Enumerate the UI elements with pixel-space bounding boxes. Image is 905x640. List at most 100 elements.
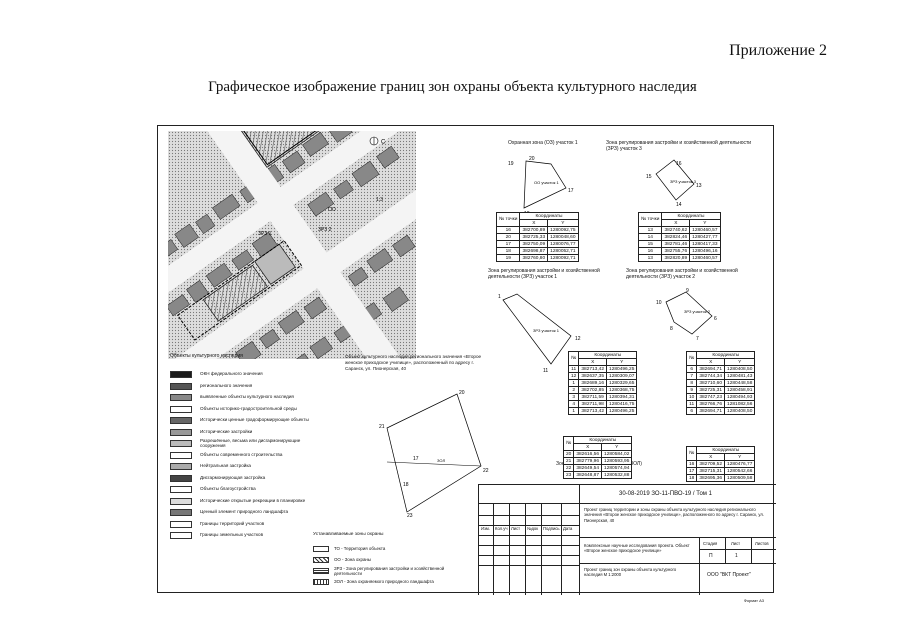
zrz3-label: Зона регулирования застройки и хозяйстве…	[606, 140, 752, 152]
point-label: 21	[379, 424, 385, 430]
table-cell: 1280048,60	[547, 233, 579, 241]
point-label: 10	[656, 300, 662, 306]
table-cell: 382755,76	[661, 247, 691, 255]
appendix-label: Приложение 2	[729, 42, 827, 59]
table-cell: 16	[495, 226, 521, 234]
zrz2-sketch: ЗРЗ участок 2 10 6 7 8 9	[656, 288, 717, 342]
legend-item-label: Исторически ценные градоформирующие объе…	[200, 417, 309, 423]
table-cell: 1280458,91	[724, 386, 756, 394]
zrz2-label: Зона регулирования застройки и хозяйстве…	[626, 268, 738, 280]
legend-swatch	[170, 451, 192, 459]
point-label: 8	[670, 326, 673, 332]
table-cell: 8	[685, 379, 698, 387]
legend-item-label: Границы земельных участков	[200, 532, 264, 538]
oo-label: Охранная зона (ОЗ) участок 1	[508, 140, 578, 146]
table-header: X	[696, 453, 726, 461]
table-cell: 382694,71	[696, 365, 726, 373]
table-header: Координаты	[696, 351, 756, 359]
table-cell: 20	[495, 233, 521, 241]
table-cell: 1280460,57	[689, 254, 721, 262]
table-cell: 1280417,33	[689, 240, 721, 248]
zone-item-label: ТО - Территория объекта	[334, 546, 386, 551]
table-cell: 382648,87	[573, 471, 603, 479]
stamp-col: №док	[527, 526, 539, 531]
table-cell: 1280496,25	[606, 365, 638, 373]
legend-item: Исторические застройки	[170, 428, 320, 437]
table-cell: 6	[685, 365, 698, 373]
table-cell: 16	[637, 247, 663, 255]
stamp-col: Кол.уч	[495, 526, 508, 531]
legend-item: Исторические открытые рекреации в планир…	[170, 497, 320, 506]
legend-item-label: Границы территорий участков	[200, 520, 265, 526]
table-header: Координаты	[696, 446, 756, 454]
table-cell: 1	[567, 407, 580, 415]
table-cell: 382725,33	[519, 233, 549, 241]
table-cell: 1280408,50	[724, 407, 756, 415]
legend-title: Объекты культурного наследия	[170, 353, 243, 359]
table-header: Координаты	[573, 436, 633, 444]
table-header: №	[567, 351, 580, 366]
legend-swatch	[170, 497, 192, 505]
table-cell: 20	[562, 450, 575, 458]
drawing-sheet: ОО 1.3 ЗРЗ 1 ЗРЗ 2 С Объекты культурного…	[157, 125, 776, 603]
title-block: Изм. Кол.уч Лист №док Подпись Дата 30-08…	[478, 484, 776, 603]
table-cell: 1280574,94	[601, 464, 633, 472]
legend-swatch	[170, 509, 192, 516]
legend-item: Объекты современного строительства	[170, 451, 320, 460]
table-cell: 382700,89	[519, 226, 549, 234]
table-cell: 21	[562, 457, 575, 465]
legend-swatch	[170, 474, 192, 482]
table-cell: 382702,85	[578, 386, 608, 394]
legend-item: Нейтральная застройка	[170, 462, 320, 471]
table-header: №	[685, 351, 698, 366]
table-cell: 382709,52	[696, 460, 726, 468]
map-parcel-label: ЗРЗ 1	[258, 231, 272, 237]
document-title: Графическое изображение границ зон охран…	[208, 79, 697, 95]
legend-swatch	[170, 417, 192, 424]
table-cell: 17	[495, 240, 521, 248]
table-cell: 23	[562, 471, 575, 479]
zrz2-zone-tag: ЗРЗ участок 2	[684, 309, 711, 314]
compass-icon: С	[369, 136, 386, 146]
table-cell: 382710,60	[696, 379, 726, 387]
zrz1-zone-tag: ЗРЗ участок 1	[533, 328, 560, 333]
table-cell: 17	[685, 467, 698, 475]
legend-item: Границы территорий участков	[170, 520, 320, 529]
table-cell: 1280448,58	[724, 379, 756, 387]
table-header: Координаты	[519, 212, 579, 220]
point-label: 22	[483, 468, 489, 474]
table-cell: 382781,46	[661, 240, 691, 248]
legend-item: Границы земельных участков	[170, 531, 320, 540]
table-cell: 1280052,71	[547, 247, 579, 255]
table-cell: 1280309,07	[606, 372, 638, 380]
oo-zone-tag: ОО участок 1	[534, 180, 560, 185]
table-header: Y	[547, 219, 579, 227]
legend-item-label: Дисгармонирующая застройка	[200, 474, 266, 480]
sheet-format: Формат А3	[743, 598, 764, 603]
table-cell: 1280476,77	[724, 460, 756, 468]
sheet-value: 1	[735, 553, 738, 559]
map-parcel-label: ЗРЗ 2	[318, 227, 332, 233]
point-label: 19	[508, 161, 514, 167]
point-label: 14	[676, 202, 682, 206]
document-code: 30-08-2019 ЗО-11-ПВО-19 / Том 1	[619, 491, 712, 497]
table-header: Y	[606, 358, 638, 366]
table-cell: 13	[637, 226, 663, 234]
table-cell: 382713,42	[578, 407, 608, 415]
table-cell: 382744,34	[696, 372, 726, 380]
point-label: 17	[568, 188, 574, 194]
